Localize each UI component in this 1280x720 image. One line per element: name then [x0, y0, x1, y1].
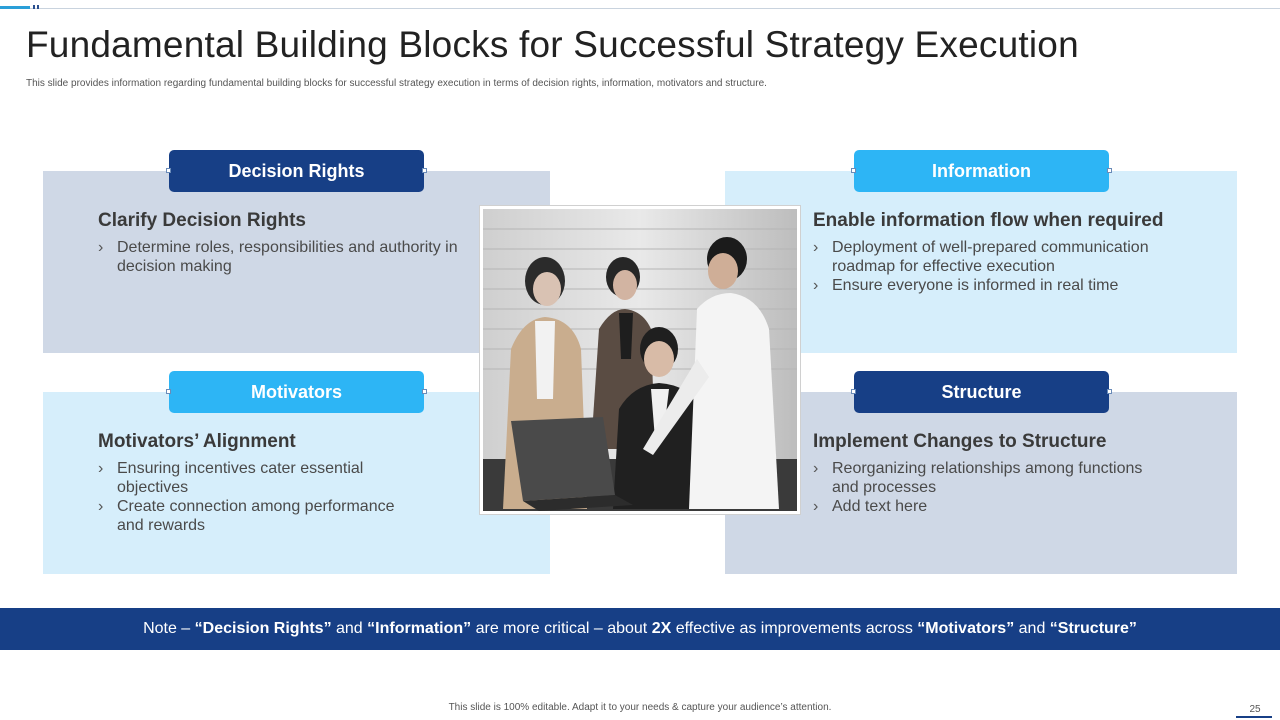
bullet-text: Add text here [832, 498, 928, 515]
information-tab: Information [851, 150, 1112, 192]
chevron-right-icon: › [98, 460, 104, 477]
handle-dot [851, 389, 856, 394]
block-heading: Motivators’ Alignment [98, 431, 296, 452]
structure-card [725, 392, 1237, 574]
slide-title: Fundamental Building Blocks for Successf… [26, 24, 1079, 65]
bullet-text: Determine roles, responsibilities and au… [117, 239, 458, 275]
bullet-item: › Add text here [813, 497, 1153, 516]
block-heading: Implement Changes to Structure [813, 431, 1107, 452]
handle-dot [422, 389, 427, 394]
bullet-text: Deployment of well-prepared communicatio… [832, 239, 1149, 275]
bullet-text: Ensuring incentives cater essential obje… [117, 460, 364, 496]
chevron-right-icon: › [813, 498, 819, 515]
chevron-right-icon: › [98, 239, 104, 256]
chevron-right-icon: › [813, 460, 819, 477]
bullet-text: Create connection among performance and … [117, 498, 395, 534]
note-text: and [1014, 620, 1050, 637]
team-meeting-illustration [483, 209, 797, 511]
block-heading: Clarify Decision Rights [98, 210, 306, 231]
tab-label: Structure [941, 381, 1022, 402]
block-heading: Enable information flow when required [813, 210, 1164, 231]
note-text: effective as improvements across [671, 620, 918, 637]
handle-dot [166, 389, 171, 394]
bullet-item: › Determine roles, responsibilities and a… [98, 238, 468, 276]
structure-content: Implement Changes to Structure › Reorgani… [813, 431, 1153, 516]
tab-label: Information [932, 160, 1031, 181]
footer-text: This slide is 100% editable. Adapt it to… [448, 702, 832, 713]
motivators-tab: Motivators [166, 371, 427, 413]
top-accent-bar [0, 6, 30, 9]
chevron-right-icon: › [813, 239, 819, 256]
handle-dot [1107, 389, 1112, 394]
note-emphasis: 2X [651, 620, 672, 637]
bullet-text: Ensure everyone is informed in real time [832, 277, 1119, 294]
bullet-list: › Determine roles, responsibilities and a… [98, 238, 468, 276]
page-number: 25 [1249, 704, 1261, 715]
handle-dot [422, 168, 427, 173]
bullet-list: › Deployment of well-prepared communicati… [813, 238, 1183, 295]
bullet-item: › Deployment of well-prepared communicati… [813, 238, 1183, 276]
decision-rights-tab: Decision Rights [166, 150, 427, 192]
note-text: Note – [143, 620, 195, 637]
structure-tab: Structure [851, 371, 1112, 413]
information-card [725, 171, 1237, 353]
top-divider [0, 8, 1280, 9]
note-emphasis: “Structure” [1049, 620, 1137, 637]
bullet-item: › Create connection among performance and… [98, 497, 398, 535]
decision-rights-content: Clarify Decision Rights › Determine roles… [98, 210, 468, 276]
chevron-right-icon: › [813, 277, 819, 294]
handle-dot [166, 168, 171, 173]
bullet-item: › Ensuring incentives cater essential obj… [98, 459, 398, 497]
motivators-card [43, 392, 550, 574]
bullet-list: › Reorganizing relationships among functi… [813, 459, 1153, 516]
top-accent-marks [33, 5, 39, 9]
handle-dot [1107, 168, 1112, 173]
handle-dot [851, 168, 856, 173]
team-photo [480, 206, 800, 514]
slide-subtitle: This slide provides information regardin… [26, 78, 767, 89]
tab-label: Decision Rights [228, 160, 365, 181]
bullet-item: › Ensure everyone is informed in real tim… [813, 276, 1183, 295]
note-emphasis: “Decision Rights” [194, 620, 332, 637]
motivators-content: Motivators’ Alignment › Ensuring incentiv… [98, 431, 398, 535]
tab-label: Motivators [250, 381, 342, 402]
note-banner: Note – “Decision Rights” and “Informatio… [0, 608, 1280, 650]
chevron-right-icon: › [98, 498, 104, 515]
note-emphasis: “Motivators” [917, 620, 1015, 637]
bullet-item: › Reorganizing relationships among functi… [813, 459, 1153, 497]
note-text: are more critical – about [471, 620, 652, 637]
information-content: Enable information flow when required › D… [813, 210, 1183, 295]
note-text: and [331, 620, 368, 637]
note-emphasis: “Information” [367, 620, 472, 637]
page-number-underline [1236, 716, 1272, 718]
decision-rights-card [43, 171, 550, 353]
bullet-list: › Ensuring incentives cater essential obj… [98, 459, 398, 535]
bullet-text: Reorganizing relationships among functio… [832, 460, 1143, 496]
